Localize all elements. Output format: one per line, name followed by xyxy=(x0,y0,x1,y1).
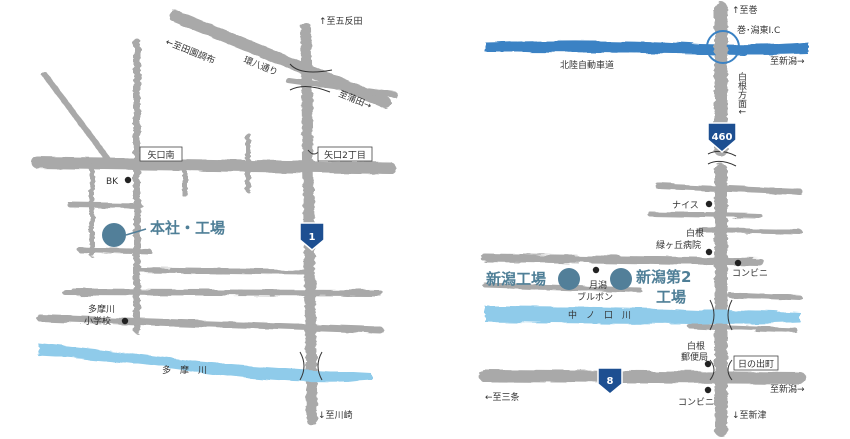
school-label-1: 多摩川 xyxy=(88,303,115,315)
road-h6 xyxy=(727,292,803,301)
road-h1 xyxy=(655,183,803,195)
river-nakanokuchi-label: 中 ノ 口 川 xyxy=(568,309,631,321)
conbini-bottom-dot xyxy=(704,386,712,394)
road-h4 xyxy=(481,254,764,266)
to-gotanda-label: ↑至五反田 xyxy=(319,16,363,27)
river-tamagawa xyxy=(38,343,372,382)
shirone-direction-label: 白根方面↓ xyxy=(736,71,747,116)
conbini-bottom-label: コンビニ xyxy=(678,397,714,408)
niigata-factory-2-marker xyxy=(610,268,632,290)
road-short-h1 xyxy=(67,202,143,209)
road-h7 xyxy=(687,323,798,333)
route-1-number: 1 xyxy=(309,232,316,243)
to-maki-label: ↑至巻 xyxy=(732,4,758,16)
road-route8 xyxy=(479,370,806,384)
to-niigata-top-label: 至新潟→ xyxy=(770,55,805,67)
niigata-factory-label: 新潟工場 xyxy=(486,270,546,288)
crossing-mark xyxy=(709,359,733,381)
post-office-label-1: 白根 xyxy=(687,340,705,352)
conbini-top-label: コンビニ xyxy=(732,268,768,279)
river-tamagawa-label: 多 摩 川 xyxy=(162,364,207,376)
to-niigata-bottom-label: 至新潟→ xyxy=(770,383,805,395)
ic-label: 巻･潟東I.C xyxy=(737,24,780,36)
route-460-shield xyxy=(707,122,737,153)
interchange-marker xyxy=(706,30,740,64)
river-nakanokuchi xyxy=(485,306,800,324)
niigata-factory-marker xyxy=(558,268,580,290)
headquarters-label: 本社・工場 xyxy=(150,219,225,237)
road-h3 xyxy=(135,267,311,275)
headquarters-leader xyxy=(125,228,147,236)
post-office-label-2: 郵便局 xyxy=(681,351,708,363)
road-h2 xyxy=(647,211,763,219)
hinode-label: 日の出町 xyxy=(738,358,774,370)
left-map: 1 本社・工場 矢口南 矢口2丁目 ↑至五反田 ←至田園調布 環八通り 至蒲田→… xyxy=(32,10,398,426)
nice-dot xyxy=(705,200,713,208)
hospital-dot xyxy=(705,248,713,256)
expressway-label: 北陸自動車道 xyxy=(560,59,614,71)
niigata-factory-2-label-1: 新潟第2 xyxy=(636,268,691,286)
hinode-box xyxy=(733,355,779,371)
road-h4 xyxy=(62,289,383,296)
yaguchi-2chome-box xyxy=(317,146,373,162)
to-kawasaki-label: ↓至川崎 xyxy=(318,409,353,421)
yaguchi-minami-box xyxy=(139,146,183,162)
route-1-shield xyxy=(299,222,325,251)
bridge-mark-right xyxy=(709,299,733,331)
overpass-mark xyxy=(289,63,333,93)
nice-label: ナイス xyxy=(672,200,699,211)
to-sanjo-label: ←至三条 xyxy=(485,391,520,403)
route-8-number: 8 xyxy=(607,376,614,387)
gessen-label-1: 月潟 xyxy=(589,279,607,291)
hospital-label-1: 白根 xyxy=(686,227,704,239)
yaguchi-2chome-label: 矢口2丁目 xyxy=(324,149,366,161)
yaguchi-minami-label: 矢口南 xyxy=(147,149,174,161)
right-map: 460 8 新潟工場 新潟第2 工場 日の出町 ↑至巻 巻･潟東I.C 北陸自動… xyxy=(479,1,808,437)
school-label-2: 小学校 xyxy=(84,315,111,327)
expressway-hokuriku xyxy=(485,40,808,55)
bk-dot xyxy=(124,176,132,184)
road-short-h2 xyxy=(77,247,153,255)
road-diagonal-left xyxy=(42,72,113,165)
to-denenchofu-label: ←至田園調布 xyxy=(164,36,217,67)
conbini-top-dot xyxy=(734,259,742,267)
route-8-shield xyxy=(597,367,623,395)
headquarters-marker xyxy=(102,223,126,247)
route-460-number: 460 xyxy=(712,132,733,143)
road-h5 xyxy=(36,314,384,334)
road-yaguchi-horizontal xyxy=(32,157,396,174)
school-dot xyxy=(121,317,129,325)
gessen-label-2: ブルボン xyxy=(577,291,613,303)
bk-label: BK xyxy=(106,177,119,187)
niigata-factory-2-label-2: 工場 xyxy=(656,288,686,306)
gessen-dot xyxy=(592,266,600,274)
bridge-mark xyxy=(299,351,323,381)
hospital-label-2: 緑ヶ丘病院 xyxy=(656,239,701,251)
road-h3 xyxy=(697,227,803,235)
post-office-dot xyxy=(704,360,712,368)
to-niitsu-label: ↓至新津 xyxy=(732,409,767,421)
